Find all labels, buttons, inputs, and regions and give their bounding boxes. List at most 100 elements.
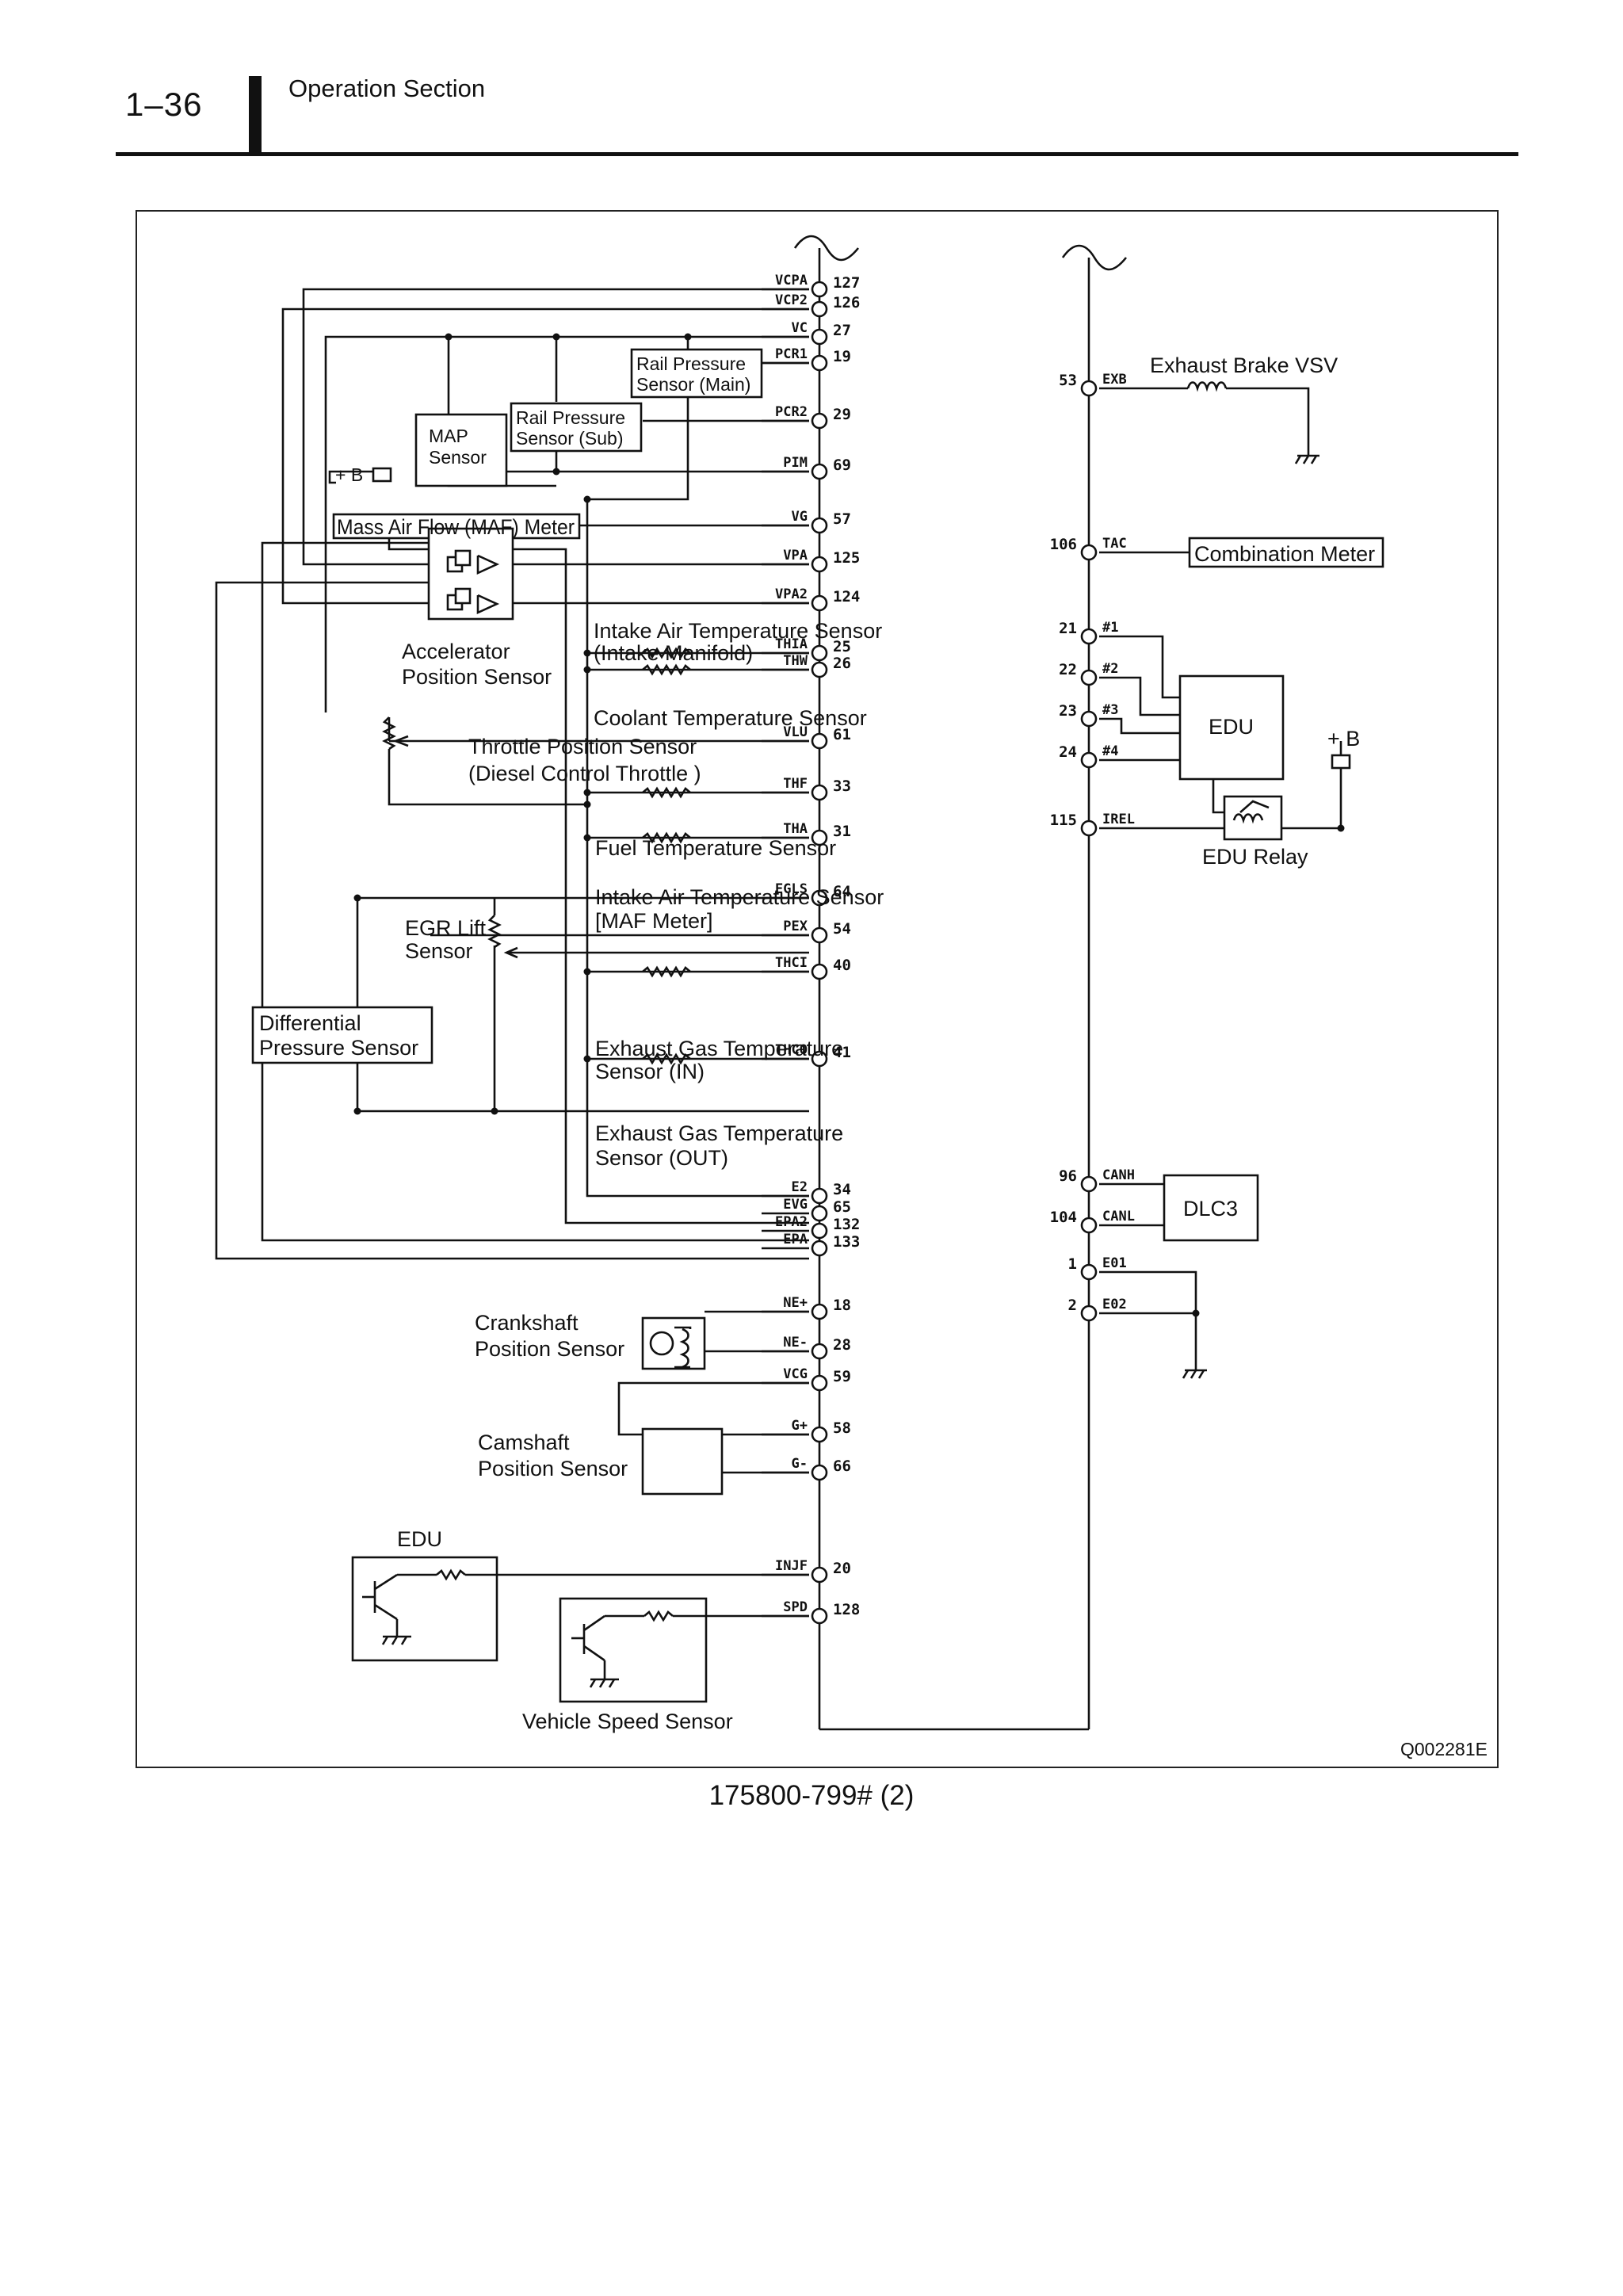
terminal-name: #4 bbox=[1102, 743, 1118, 759]
left-terminal-vpa: VPA 125 bbox=[762, 548, 860, 573]
plus-b-fuse-left bbox=[372, 467, 392, 483]
component-labels: Rail Pressure Sensor (Main) Rail Pressur… bbox=[259, 353, 1487, 1759]
terminal-name: G- bbox=[792, 1456, 808, 1472]
terminal-name: #1 bbox=[1102, 620, 1118, 636]
terminal-name: THIA bbox=[775, 636, 808, 652]
dlc3-box bbox=[1163, 1174, 1259, 1242]
label-rail-main-2: Sensor (Main) bbox=[636, 374, 750, 395]
terminal-number: 59 bbox=[833, 1368, 851, 1385]
terminal-number: 96 bbox=[1059, 1167, 1077, 1185]
terminal-name: VPA bbox=[783, 548, 808, 563]
map-sensor-box bbox=[414, 413, 508, 487]
section-marker-bar bbox=[249, 76, 262, 152]
terminal-name: #2 bbox=[1102, 661, 1118, 677]
terminal-number: 28 bbox=[833, 1336, 851, 1354]
terminal-number: 128 bbox=[833, 1601, 860, 1618]
right-terminal-canh: 96 CANH bbox=[1059, 1167, 1135, 1193]
label-dlc3: DLC3 bbox=[1183, 1197, 1238, 1221]
label-exhaust-brake: Exhaust Brake VSV bbox=[1150, 353, 1338, 377]
terminal-name: NE- bbox=[783, 1335, 808, 1350]
terminal-name: VCPA bbox=[775, 273, 808, 288]
terminal-name: VCP2 bbox=[775, 292, 808, 308]
terminal-name: EGLS bbox=[775, 881, 808, 897]
label-plus-b-right: + B bbox=[1327, 727, 1360, 751]
terminal-number: 53 bbox=[1059, 372, 1077, 389]
right-terminal-2: 22 #2 bbox=[1059, 661, 1118, 686]
label-edu-right: EDU bbox=[1209, 715, 1254, 739]
figure-caption: 175800-799# (2) bbox=[708, 1780, 915, 1811]
label-egr-1: EGR Lift bbox=[405, 916, 487, 940]
label-throttle-1: Throttle Position Sensor bbox=[468, 735, 697, 758]
left-terminal-thci: THCI 40 bbox=[762, 955, 851, 980]
section-title: Operation Section bbox=[288, 74, 486, 102]
terminal-name: TAC bbox=[1102, 536, 1127, 552]
terminal-number: 24 bbox=[1059, 743, 1077, 761]
terminal-number: 69 bbox=[833, 457, 851, 474]
terminal-name: THF bbox=[783, 776, 808, 792]
terminal-name: SPD bbox=[783, 1599, 808, 1615]
left-terminal-evg: EVG 65 bbox=[762, 1197, 851, 1222]
label-coolant: Coolant Temperature Sensor bbox=[594, 706, 867, 730]
left-terminal-ne: NE- 28 bbox=[762, 1335, 851, 1360]
left-terminal-thf: THF 33 bbox=[762, 776, 851, 801]
vehicle-speed-box bbox=[559, 1597, 708, 1703]
label-map-1: MAP bbox=[429, 426, 468, 446]
accelerator-sensor-box bbox=[427, 527, 514, 621]
terminal-number: 19 bbox=[833, 348, 851, 365]
terminal-name: VC bbox=[792, 320, 808, 336]
right-terminal-exb: 53 EXB bbox=[1059, 372, 1127, 397]
left-terminal-ne: NE+18 bbox=[762, 1295, 851, 1320]
terminal-number: 40 bbox=[833, 957, 851, 974]
left-bus-break-mark bbox=[793, 235, 860, 262]
terminal-number: 127 bbox=[833, 274, 860, 292]
terminal-name: CANH bbox=[1102, 1167, 1135, 1183]
right-terminal-3: 23#3 bbox=[1059, 702, 1118, 728]
label-crankshaft-1: Crankshaft bbox=[475, 1311, 579, 1335]
terminal-number: 104 bbox=[1050, 1209, 1077, 1226]
terminal-number: 34 bbox=[833, 1181, 851, 1198]
terminal-number: 41 bbox=[833, 1044, 851, 1061]
terminal-name: EXB bbox=[1102, 372, 1127, 388]
page-number: 1–36 bbox=[125, 86, 203, 123]
left-terminal-g: G+58 bbox=[762, 1418, 851, 1443]
label-camshaft-1: Camshaft bbox=[478, 1431, 570, 1454]
right-bus-break-mark bbox=[1061, 244, 1128, 271]
label-edu-left: EDU bbox=[397, 1527, 442, 1551]
terminal-number: 65 bbox=[833, 1198, 851, 1216]
accelerator-amplifiers bbox=[446, 549, 500, 615]
terminal-name: E02 bbox=[1102, 1297, 1127, 1312]
terminal-name: PCR1 bbox=[775, 346, 808, 362]
vehicle-speed-transistor bbox=[571, 1610, 809, 1688]
differential-sensor-box bbox=[251, 1006, 433, 1064]
combination-meter-box bbox=[1188, 537, 1384, 568]
terminal-number: 2 bbox=[1068, 1297, 1077, 1314]
terminal-name: EVG bbox=[783, 1197, 808, 1213]
terminal-name: E2 bbox=[792, 1179, 808, 1195]
thermistor-symbols bbox=[642, 647, 691, 1065]
plus-b-fuse-right bbox=[1331, 754, 1351, 770]
terminal-name: THCI bbox=[775, 955, 808, 971]
throttle-potentiometer bbox=[382, 716, 587, 806]
terminal-number: 18 bbox=[833, 1297, 851, 1314]
label-iat-manifold-1: Intake Air Temperature Sensor bbox=[594, 619, 882, 643]
terminal-number: 22 bbox=[1059, 661, 1077, 678]
terminal-number: 125 bbox=[833, 549, 860, 567]
label-exhaust-in-1: Exhaust Gas Temperature bbox=[595, 1037, 843, 1060]
terminal-number: 33 bbox=[833, 777, 851, 795]
edu-left-transistor bbox=[362, 1568, 809, 1645]
label-diff-1: Differential bbox=[259, 1011, 361, 1035]
terminal-number: 31 bbox=[833, 823, 851, 840]
